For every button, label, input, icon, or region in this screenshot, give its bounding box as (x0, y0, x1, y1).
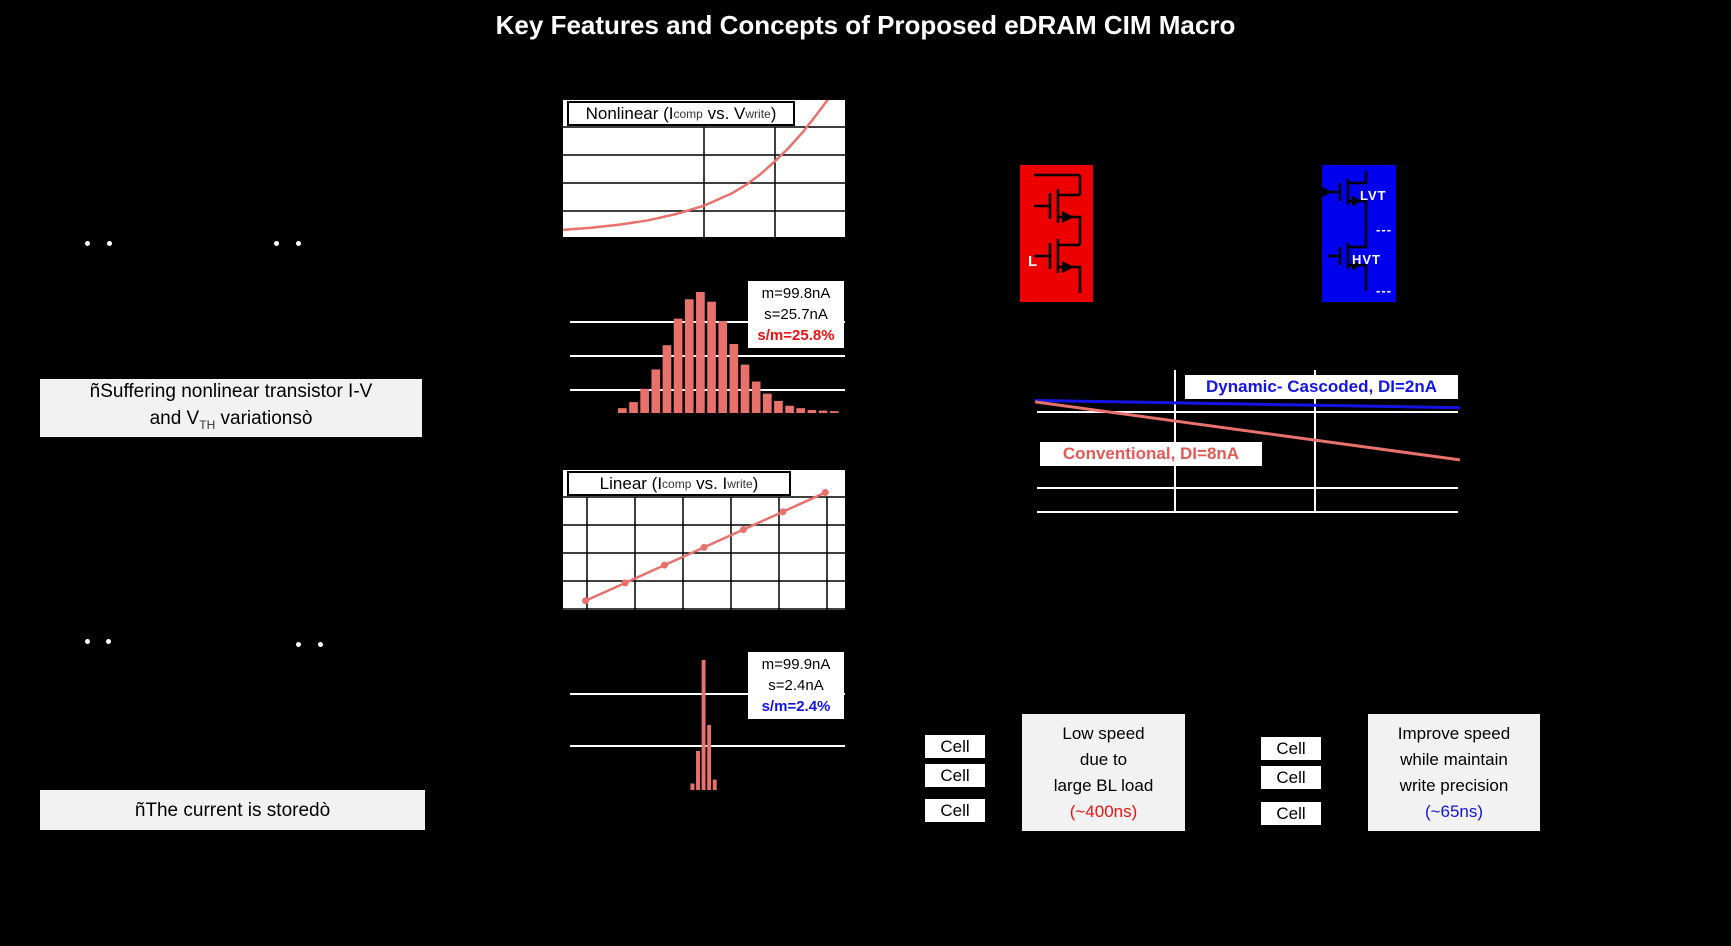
note-line: due to (1079, 749, 1128, 769)
hist2-sigma: s=2.4nA (768, 677, 824, 694)
transistor-symbols-icon (1034, 173, 1082, 293)
note-nonlinear-variations: ñSuffering nonlinear transistor I-V and … (40, 379, 422, 437)
circuit-ellipsis-dot (85, 241, 90, 246)
note-current-stored: ñThe current is storedò (40, 790, 425, 830)
cell-box: Cell (1261, 802, 1321, 825)
hist1-sigma: s=25.7nA (764, 306, 828, 323)
circuit-ellipsis-dot (85, 639, 90, 644)
circuit-ellipsis-dot (274, 241, 279, 246)
note-line-2: and VTH variationsò (149, 407, 313, 432)
retention-comparison-plot (1034, 370, 1461, 515)
slide-title: Key Features and Concepts of Proposed eD… (495, 10, 1236, 40)
continuation-dots: --- (1376, 222, 1392, 237)
linear-plot-canvas (563, 489, 845, 610)
continuation-dots: --- (1376, 283, 1392, 298)
note-line: Low speed (1062, 723, 1145, 743)
note-line-1: ñSuffering nonlinear transistor I-V (89, 380, 373, 402)
note-line: write precision (1399, 775, 1509, 795)
note-line-1: ñThe current is storedò (134, 799, 331, 821)
cell-box: Cell (1261, 766, 1321, 789)
cell-box: Cell (925, 799, 985, 822)
lvt-label: LVT (1360, 188, 1387, 203)
write-histogram-conventional (563, 282, 845, 417)
improve-speed-note: Improve speed while maintain write preci… (1368, 714, 1540, 831)
note-line: while maintain (1400, 749, 1508, 769)
hist2-stats: m=99.9nA s=2.4nA s/m=2.4% (748, 652, 844, 719)
circuit-ellipsis-dot (107, 241, 112, 246)
circuit-ellipsis-dot (296, 642, 301, 647)
write-histogram-conventional-canvas (570, 292, 845, 413)
note-line: large BL load (1053, 775, 1154, 795)
cell-box: Cell (925, 764, 985, 787)
transistor-symbols-icon (1322, 171, 1368, 291)
note-line: Improve speed (1397, 723, 1511, 743)
circuit-ellipsis-dot (318, 642, 323, 647)
cell-box: Cell (925, 735, 985, 758)
note-line-time: (~65ns) (1424, 801, 1484, 821)
hist1-mean: m=99.8nA (761, 285, 831, 302)
circuit-ellipsis-dot (296, 241, 301, 246)
circuit-ellipsis-dot (106, 639, 111, 644)
hvt-label: HVT (1352, 252, 1381, 267)
retention-conventional-label: Conventional, DI=8nA (1040, 442, 1262, 466)
cascoded-write-transistor-block: LVT --- HVT --- (1322, 165, 1396, 302)
retention-plot-canvas (1034, 370, 1461, 513)
conventional-write-transistor-block: L (1020, 165, 1093, 302)
hist1-stats: m=99.8nA s=25.7nA s/m=25.8% (748, 281, 844, 348)
hist1-ratio: s/m=25.8% (757, 327, 835, 344)
low-speed-note: Low speed due to large BL load (~400ns) (1022, 714, 1185, 831)
cell-box: Cell (1261, 737, 1321, 760)
note-line-time: (~400ns) (1069, 801, 1138, 821)
hist2-ratio: s/m=2.4% (761, 698, 831, 715)
red-block-label: L (1028, 253, 1039, 270)
nonlinear-plot-canvas (563, 100, 845, 237)
hist2-mean: m=99.9nA (761, 656, 831, 673)
retention-cascoded-label: Dynamic- Cascoded, DI=2nA (1185, 375, 1458, 399)
